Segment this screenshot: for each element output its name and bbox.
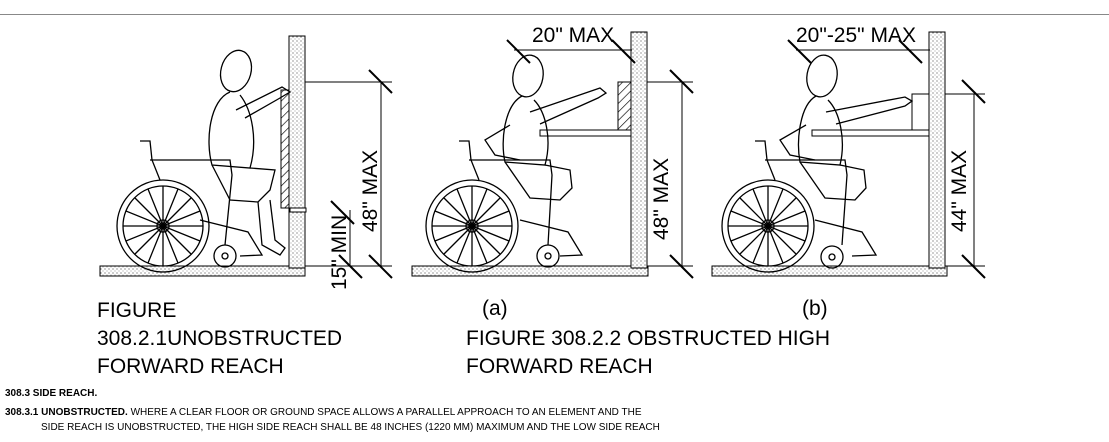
person: [484, 54, 608, 201]
wall: [630, 31, 648, 269]
reach-figures: 48" MAX 15" MIN: [99, 24, 986, 290]
figure-308-2-2-caption: FIGURE 308.2.2 OBSTRUCTED HIGH FORWARD R…: [466, 325, 830, 381]
caption-line: FIGURE 308.2.2 OBSTRUCTED HIGH: [466, 327, 831, 350]
wall: [928, 31, 946, 269]
wall-element: [911, 93, 930, 131]
dim-15-min: 15" MIN: [328, 215, 351, 290]
wall-element: [617, 81, 632, 137]
floor: [711, 265, 948, 277]
caption-line: FORWARD REACH: [97, 355, 284, 378]
section-heading: 308.3 SIDE REACH.: [5, 388, 98, 399]
dim-20-max: 20" MAX: [532, 24, 614, 47]
wheelchair: [116, 140, 264, 273]
person: [779, 54, 914, 201]
figure-obstructed-reach-a: 20" MAX 48" MAX: [411, 24, 694, 279]
counter-obstruction: [539, 129, 632, 137]
dim-48-max: 48" MAX: [650, 158, 673, 240]
top-rule: [0, 14, 1109, 15]
wall-element: [280, 89, 290, 209]
figure-unobstructed-forward-reach: 48" MAX 15" MIN: [99, 35, 393, 290]
wheelchair: [425, 140, 584, 273]
wheelchair: [721, 140, 878, 273]
paragraph-text: WHERE A CLEAR FLOOR OR GROUND SPACE ALLO…: [127, 407, 642, 418]
dim-48-max: 48" MAX: [359, 150, 382, 232]
figure-label-b: (b): [802, 297, 828, 320]
figure-label-a: (a): [482, 297, 508, 320]
floor: [99, 265, 306, 277]
caption-line: 308.2.1UNOBSTRUCTED: [97, 327, 343, 350]
section-paragraph: 308.3.1 UNOBSTRUCTED. WHERE A CLEAR FLOO…: [5, 405, 1095, 435]
counter-obstruction: [811, 129, 930, 137]
dim-20-25-max: 20"-25" MAX: [796, 24, 916, 47]
caption-line: FORWARD REACH: [466, 355, 653, 378]
wall: [288, 35, 306, 269]
subsection-heading: 308.3.1 UNOBSTRUCTED.: [5, 407, 128, 418]
caption-line: FIGURE: [97, 299, 177, 322]
person: [208, 49, 292, 256]
figure-308-2-1-caption: FIGURE 308.2.1UNOBSTRUCTED FORWARD REACH: [97, 297, 342, 381]
floor: [411, 265, 649, 277]
dim-44-max: 44" MAX: [948, 150, 971, 232]
paragraph-text: SIDE REACH IS UNOBSTRUCTED, THE HIGH SID…: [41, 422, 660, 433]
figure-obstructed-reach-b: 20"-25" MAX 44" MAX: [711, 24, 986, 279]
